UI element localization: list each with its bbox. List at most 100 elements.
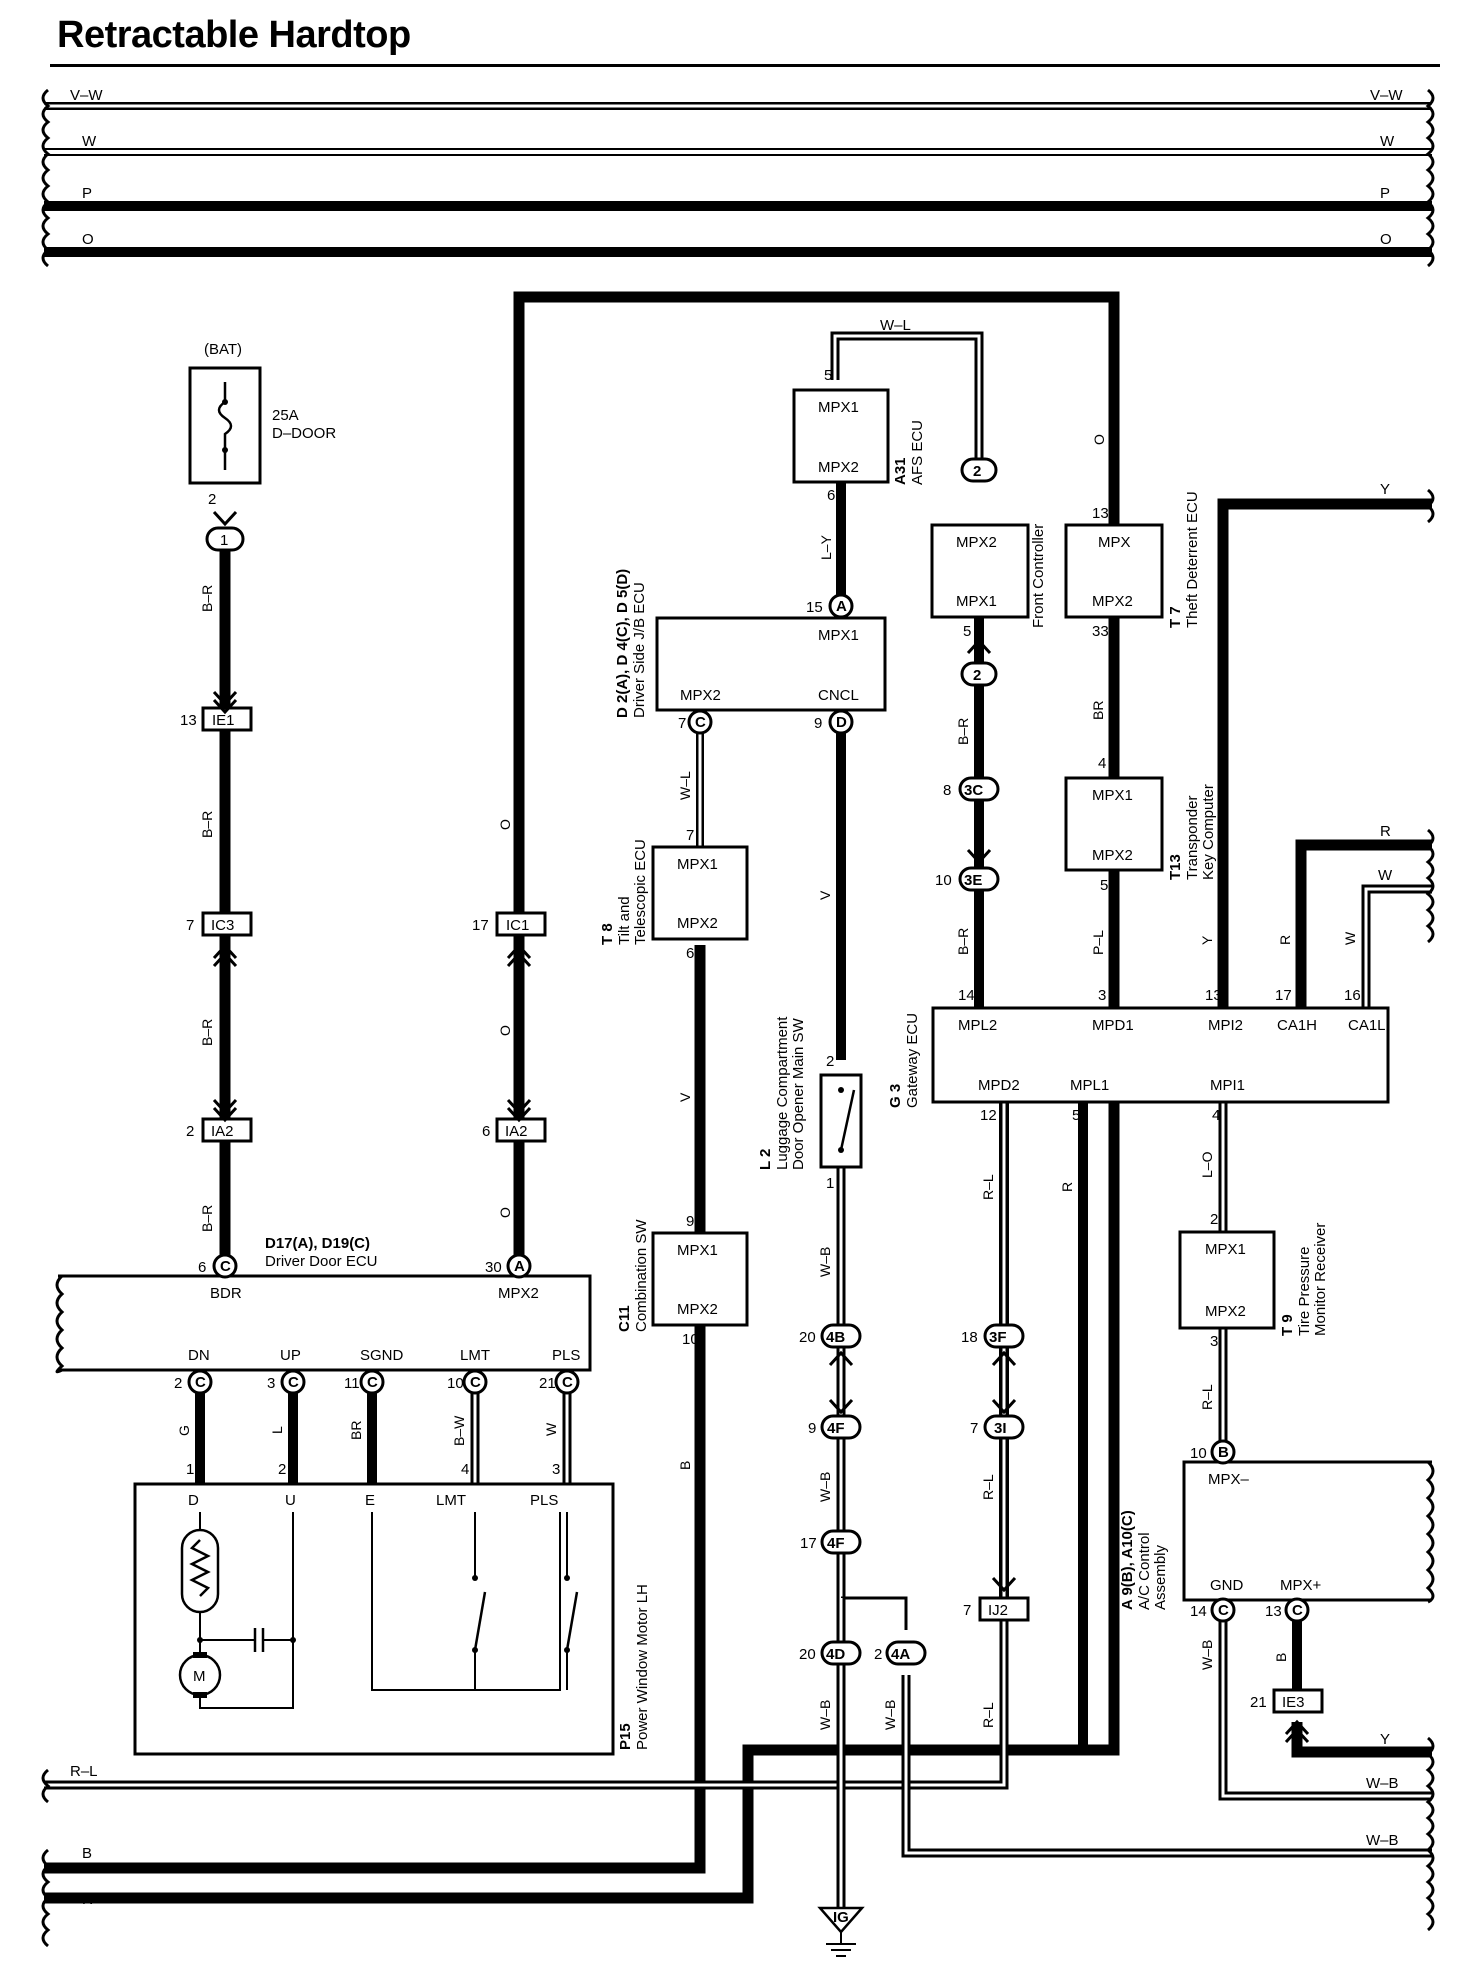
gw-mpl1: MPL1 — [1070, 1077, 1109, 1094]
pwm-pin1: 1 — [186, 1461, 194, 1478]
jb-pin-a: 15 — [806, 599, 823, 616]
gw-pin-12: 12 — [980, 1107, 997, 1124]
combo-p1: MPX1 — [677, 1242, 718, 1259]
tpms-pin-top: 2 — [1210, 1211, 1218, 1228]
jc-3f: 3F — [989, 1329, 1007, 1346]
theft-deterrent-ecu: MPX MPX2 13 33 T 7 Theft Deterrent ECU — [1064, 491, 1201, 640]
ac-conn-c2: C — [1292, 1602, 1303, 1619]
ac-name2: Assembly — [1152, 1544, 1169, 1610]
gw-ca1h: CA1H — [1277, 1017, 1317, 1034]
gw-mpl2: MPL2 — [958, 1017, 997, 1034]
jc-3i-pin: 7 — [970, 1420, 978, 1437]
jc-4a: 4A — [891, 1646, 910, 1663]
gw-ca1l: CA1L — [1348, 1017, 1386, 1034]
wc-ly: L–Y — [818, 534, 834, 560]
pwm-pin2: 2 — [278, 1461, 286, 1478]
fc-pin: 5 — [963, 623, 971, 640]
pwm-pin3: 3 — [552, 1461, 560, 1478]
dde-code: D17(A), D19(C) — [265, 1235, 370, 1252]
jb-mpx1: MPX1 — [818, 627, 859, 644]
jb-code: D 2(A), D 4(C), D 5(D) — [614, 569, 631, 718]
tkc-name1: Transponder — [1184, 796, 1201, 881]
conn-ie3: IE3 — [1282, 1694, 1305, 1711]
theft-p2: MPX2 — [1092, 593, 1133, 610]
gw-mpd1: MPD1 — [1092, 1017, 1134, 1034]
tpms-p1: MPX1 — [1205, 1241, 1246, 1258]
jc-4d: 4D — [826, 1646, 845, 1663]
wc-o3: O — [497, 1207, 513, 1218]
wc-w-ca1l: W — [1342, 931, 1358, 945]
tkc-p1: MPX1 — [1092, 787, 1133, 804]
jc-3f-pin: 18 — [961, 1329, 978, 1346]
dde-pin-up: 3 — [267, 1375, 275, 1392]
dde-up: UP — [280, 1347, 301, 1364]
page-title: Retractable Hardtop — [57, 14, 411, 56]
dde-conn-c2: C — [288, 1374, 299, 1391]
afs-ecu: MPX1 MPX2 5 6 A31 AFS ECU — [792, 367, 926, 504]
gw-mpi2: MPI2 — [1208, 1017, 1243, 1034]
wc-wl-top: W–L — [880, 317, 911, 334]
fuse-rating: 25A — [272, 407, 299, 424]
jb-cncl: CNCL — [818, 687, 859, 704]
jc-3c: 3C — [964, 782, 983, 799]
wc-br1: B–R — [199, 585, 215, 612]
wc-wb2: W–B — [817, 1472, 833, 1502]
fuse-conn: 1 — [220, 532, 228, 549]
wc-bw: B–W — [451, 1415, 467, 1446]
combo-name: Combination SW — [633, 1219, 650, 1332]
jc-3i: 3I — [994, 1420, 1007, 1437]
afs-p1: MPX1 — [818, 399, 859, 416]
afs-pin-bot: 6 — [827, 487, 835, 504]
power-window-motor: D U E LMT PLS 1 2 5 4 3 M P15 Power Wind… — [133, 1461, 651, 1756]
gw-code: G 3 — [887, 1084, 904, 1108]
wc-b-combo: B — [677, 1461, 693, 1470]
conn-ie1: IE1 — [212, 712, 235, 729]
dde-pin-sgnd: 11 — [344, 1375, 360, 1392]
tkc-p2: MPX2 — [1092, 847, 1133, 864]
pwm-name: Power Window Motor LH — [634, 1584, 651, 1750]
bus-label-vw-left: V–W — [70, 87, 103, 104]
gw-pin-4: 4 — [1212, 1107, 1220, 1124]
dde-lmt: LMT — [460, 1347, 490, 1364]
dde-pin-mpx2: 30 — [485, 1259, 502, 1276]
wc-y-mpi2: Y — [1199, 935, 1215, 945]
wc-br-theft: BR — [1090, 701, 1106, 720]
combination-switch: MPX1 MPX2 9 10 C11 Combination SW — [616, 1213, 749, 1348]
wc-w-m: W — [543, 1422, 559, 1436]
bus-label-r: R — [82, 1891, 93, 1908]
lug-pin-bot: 1 — [826, 1175, 834, 1192]
wc-wb3: W–B — [817, 1700, 833, 1730]
wc-rl1: R–L — [980, 1174, 996, 1200]
wc-r-mpl1: R — [1059, 1182, 1075, 1192]
gw-name: Gateway ECU — [904, 1013, 921, 1108]
inline-connectors: IE1 13 IC3 7 IA2 2 IC1 17 IA2 6 IJ2 7 IE… — [180, 706, 1324, 1714]
tilt-telescopic-ecu: MPX1 MPX2 7 6 T 8 Tilt and Telescopic EC… — [599, 827, 749, 962]
tilt-name1: Tilt and — [616, 896, 633, 945]
pwm-u: U — [285, 1492, 296, 1509]
afs-name: AFS ECU — [909, 420, 926, 485]
gw-pin-3: 3 — [1098, 987, 1106, 1004]
wc-r-ca1h: R — [1277, 935, 1293, 945]
jc-2a: 2 — [973, 463, 981, 480]
ground-ig: IG — [817, 1906, 865, 1957]
bus-label-w-left: W — [82, 133, 97, 150]
wc-o1: O — [497, 819, 513, 830]
pwm-e: E — [365, 1492, 375, 1509]
dde-conn-c3: C — [367, 1374, 378, 1391]
gw-pin-14: 14 — [958, 987, 975, 1004]
ac-mpxp: MPX+ — [1280, 1577, 1322, 1594]
conn-ic3-pin: 7 — [186, 917, 194, 934]
dde-dn: DN — [188, 1347, 210, 1364]
theft-pin-top: 13 — [1092, 505, 1109, 522]
tilt-pin-bot: 6 — [686, 945, 694, 962]
ac-control-assembly: MPX– GND MPX+ B 10 C 14 C 13 A 9(B), A10… — [1119, 1439, 1435, 1623]
theft-code: T 7 — [1167, 606, 1184, 628]
bus-label-p-left: P — [82, 185, 92, 202]
ac-conn-b: B — [1218, 1444, 1229, 1461]
bus-label-p-right: P — [1380, 185, 1390, 202]
wc-br3: B–R — [199, 1019, 215, 1046]
fuse-name: D–DOOR — [272, 425, 336, 442]
tire-pressure-monitor: MPX1 MPX2 2 3 T 9 Tire Pressure Monitor … — [1178, 1211, 1329, 1350]
wc-lo: L–O — [1199, 1151, 1215, 1178]
